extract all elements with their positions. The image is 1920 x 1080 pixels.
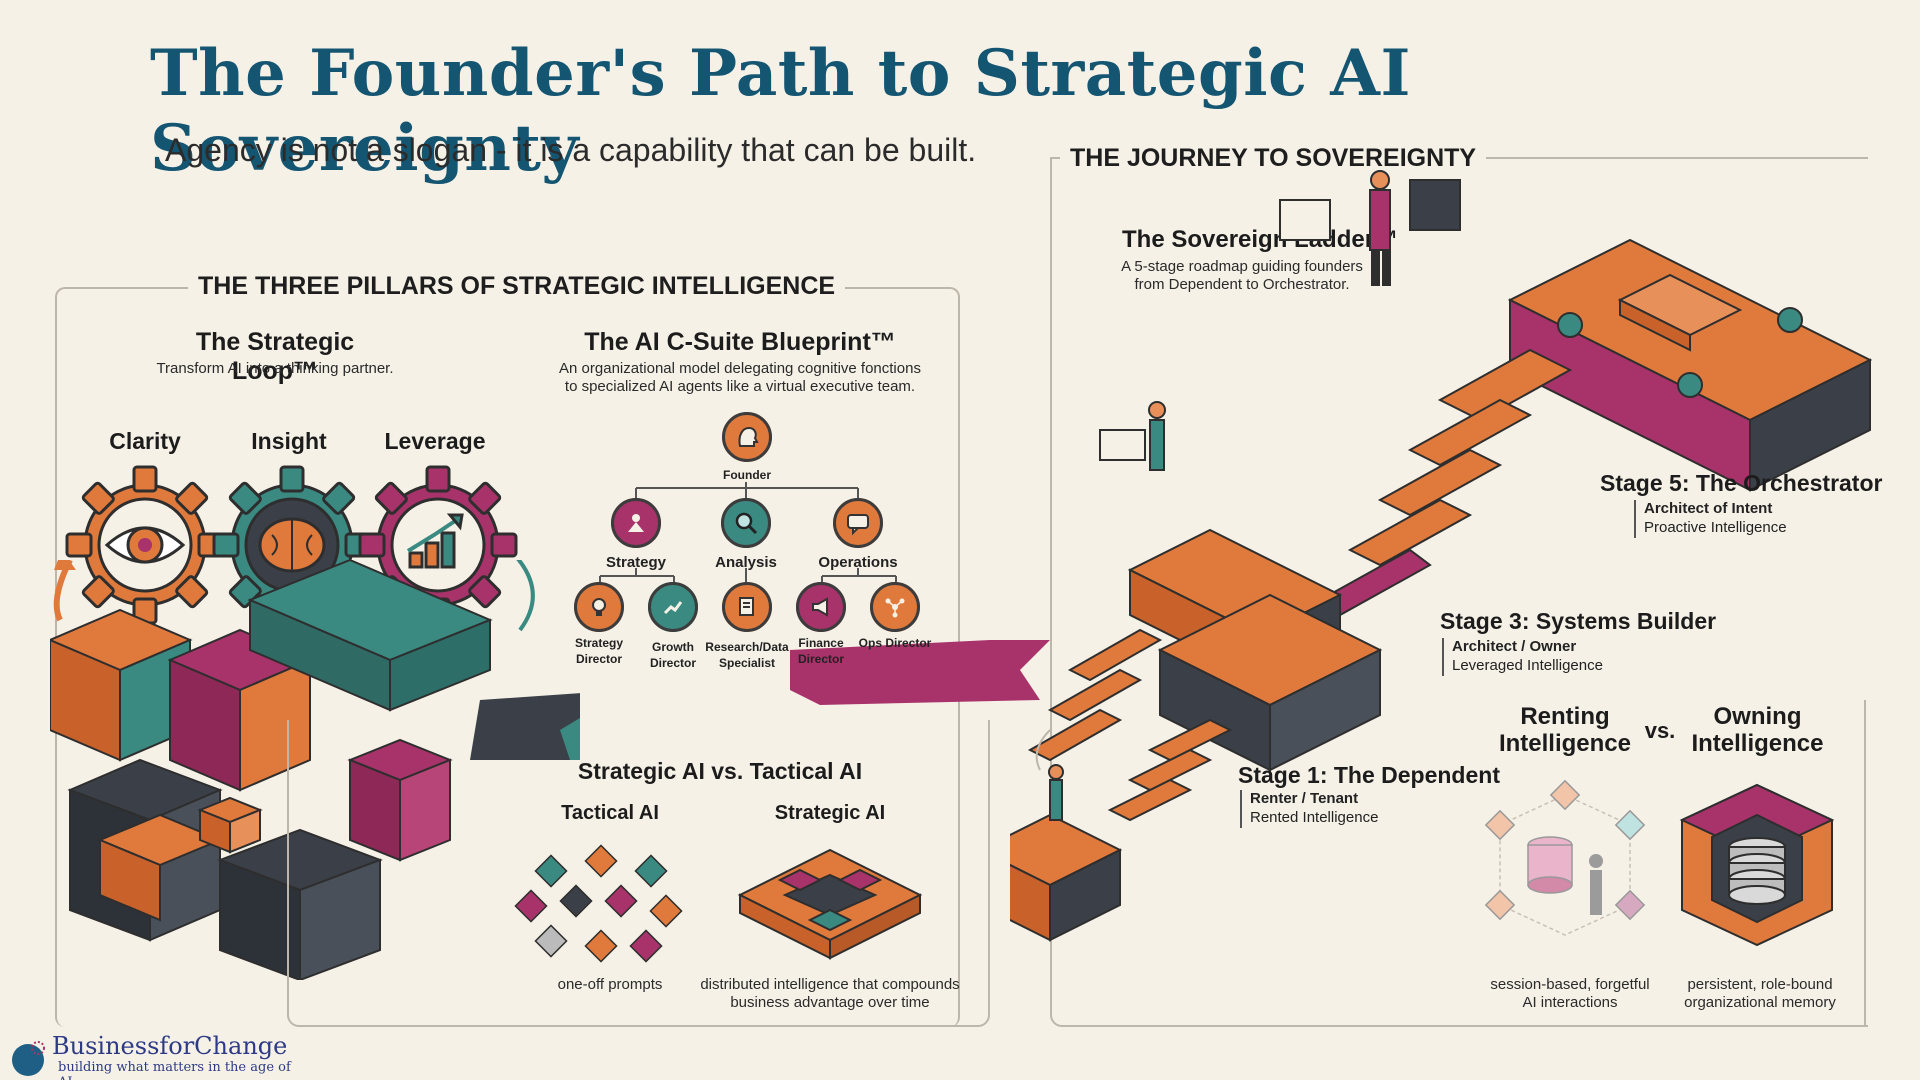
stage-5-details: Architect of Intent Proactive Intelligen… bbox=[1634, 500, 1787, 538]
stage-5-role: Architect of Intent bbox=[1644, 500, 1773, 517]
leverage-chart-icon bbox=[358, 465, 518, 625]
owning-secure-database bbox=[1679, 783, 1835, 947]
stage-3-mode: Leveraged Intelligence bbox=[1452, 656, 1603, 674]
versus-title: Strategic AI vs. Tactical AI bbox=[577, 758, 863, 784]
strategic-loop-desc: Transform AI into a thinking partner. bbox=[156, 360, 394, 377]
leaf-label-line1: Strategy bbox=[574, 636, 624, 650]
stage-5-title: Stage 5: The Orchestrator bbox=[1600, 470, 1883, 496]
founder-node-icon bbox=[722, 412, 772, 462]
leaf-label-line2: Specialist bbox=[718, 655, 776, 670]
owning-line1: Owning bbox=[1713, 703, 1802, 730]
renting-intelligence-title: Renting Intelligence bbox=[1480, 703, 1650, 758]
pillar-leverage-label: Leverage bbox=[384, 428, 486, 454]
renting-desc-line2: AI interactions bbox=[1522, 994, 1618, 1011]
ladder-title: The Sovereign Ladder™ bbox=[1122, 226, 1399, 253]
versus-panel-frame bbox=[287, 720, 990, 1027]
csuite-desc-line1: An organizational model delegating cogni… bbox=[559, 360, 921, 377]
growth-director-chart-icon bbox=[648, 582, 698, 632]
renting-floating-cubes bbox=[1484, 779, 1646, 936]
tactical-ai-label: Tactical AI bbox=[561, 802, 659, 824]
journey-heading: THE JOURNEY TO SOVEREIGNTY bbox=[1060, 144, 1487, 173]
leaf-growth-director: Growth Director bbox=[628, 640, 718, 671]
strategic-ai-label: Strategic AI bbox=[774, 802, 886, 824]
owning-line2: Intelligence bbox=[1691, 729, 1824, 757]
stage-1-role: Renter / Tenant bbox=[1250, 790, 1359, 807]
finance-megaphone-icon bbox=[796, 582, 846, 632]
analysis-branch-label: Analysis bbox=[715, 554, 777, 571]
renting-desc-line1: session-based, forgetful bbox=[1490, 976, 1650, 993]
leaf-label-line2: Director bbox=[575, 651, 622, 666]
owning-desc-line1: persistent, role-bound bbox=[1687, 976, 1833, 993]
tactical-desc: one-off prompts bbox=[557, 976, 663, 993]
strategic-loop-title: The Strategic Loop™ bbox=[195, 328, 355, 385]
pillar-clarity-label: Clarity bbox=[109, 428, 181, 454]
ladder-desc-line1: A 5-stage roadmap guiding founders bbox=[1121, 258, 1363, 275]
brand-tagline: building what matters in the age of AI bbox=[58, 1060, 291, 1080]
renting-line2: Intelligence bbox=[1498, 729, 1632, 757]
csuite-title: The AI C-Suite Blueprint™ bbox=[584, 328, 896, 356]
leaf-label-line2: Director bbox=[649, 655, 696, 670]
strategic-connected-platform bbox=[737, 848, 923, 960]
brand-name: BusinessforChange bbox=[52, 1032, 288, 1060]
strategy-director-lightbulb-icon bbox=[574, 582, 624, 632]
stage-5-mode: Proactive Intelligence bbox=[1644, 518, 1787, 536]
leaf-label-line1: Finance bbox=[798, 636, 844, 650]
analysis-magnifier-icon bbox=[721, 498, 771, 548]
ops-director-network-icon bbox=[870, 582, 920, 632]
stage-1-details: Renter / Tenant Rented Intelligence bbox=[1240, 790, 1378, 828]
page-title: The Founder's Path to Strategic AI Sover… bbox=[150, 36, 1411, 186]
csuite-org-chart-lines bbox=[599, 482, 897, 582]
stage-3-title: Stage 3: Systems Builder bbox=[1440, 608, 1717, 634]
research-document-icon bbox=[722, 582, 772, 632]
operations-chat-icon bbox=[833, 498, 883, 548]
brand-logo[interactable]: BusinessforChange building what matters … bbox=[8, 1032, 308, 1080]
flow-arrow bbox=[790, 640, 1050, 705]
pillar-insight-label: Insight bbox=[251, 428, 327, 454]
strategic-desc-line2: business advantage over time bbox=[730, 994, 930, 1011]
page-subtitle: Agency is not a slogan - it is a capabil… bbox=[165, 132, 977, 168]
vs-label: vs. bbox=[1644, 718, 1676, 743]
owning-intelligence-title: Owning Intelligence bbox=[1670, 703, 1845, 758]
leaf-ops-director: Ops Director bbox=[850, 636, 940, 652]
strategic-desc-line1: distributed intelligence that compounds bbox=[700, 976, 960, 993]
stage-1-title: Stage 1: The Dependent bbox=[1238, 762, 1500, 788]
leaf-finance-director: Finance Director bbox=[776, 636, 866, 667]
strategic-loop-gears bbox=[65, 465, 518, 625]
stage-3-details: Architect / Owner Leveraged Intelligence bbox=[1442, 638, 1603, 676]
clarity-eye-icon bbox=[65, 465, 225, 625]
tactical-scattered-cubes bbox=[514, 844, 683, 963]
journey-panel-right-rule bbox=[1864, 700, 1866, 1027]
operations-branch-label: Operations bbox=[818, 554, 898, 571]
journey-panel bbox=[1050, 158, 1868, 1027]
leaf-label-line2: Director bbox=[797, 651, 844, 666]
leaf-strategy-director: Strategy Director bbox=[554, 636, 644, 667]
founder-label: Founder bbox=[723, 468, 771, 482]
owning-desc-line2: organizational memory bbox=[1684, 994, 1836, 1011]
strategy-branch-label: Strategy bbox=[605, 554, 667, 571]
stage-1-mode: Rented Intelligence bbox=[1250, 808, 1379, 826]
ladder-desc-line2: from Dependent to Orchestrator. bbox=[1134, 276, 1350, 293]
leaf-research-specialist: Research/Data Specialist bbox=[692, 640, 802, 671]
brand-globe-icon bbox=[12, 1041, 45, 1076]
sovereign-ladder-staircase bbox=[1010, 170, 1873, 942]
leaf-label-line1: Research/Data bbox=[705, 640, 789, 654]
isometric-blocks-illustration bbox=[50, 560, 580, 980]
leaf-label-line1: Ops Director bbox=[858, 636, 932, 650]
csuite-desc-line2: to specialized AI agents like a virtual … bbox=[564, 378, 916, 395]
pillars-heading: THE THREE PILLARS OF STRATEGIC INTELLIGE… bbox=[188, 272, 846, 301]
renting-line1: Renting bbox=[1520, 703, 1610, 730]
strategy-branch-icon bbox=[611, 498, 661, 548]
leaf-label-line1: Growth bbox=[652, 640, 694, 654]
stage-3-role: Architect / Owner bbox=[1452, 638, 1577, 655]
